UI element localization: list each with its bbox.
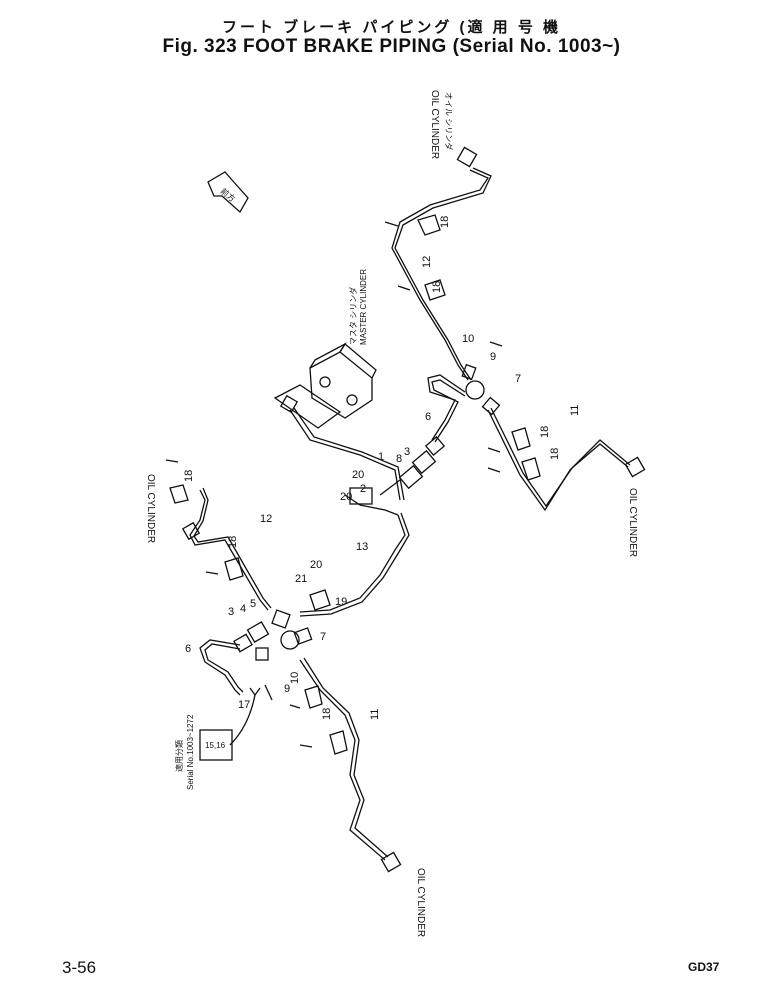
part-number: 2 [360,483,366,495]
oil-cylinder-label-top: OIL CYLINDER [429,90,440,159]
fitting-top-right [456,146,478,168]
part-number: 20 [352,469,364,481]
valve-assembly-center [398,464,424,490]
pipe-6-lower [199,639,241,696]
bracket-18-g [304,685,323,709]
master-cylinder-bracket [273,384,342,429]
part-number: 10 [462,333,474,345]
serial-inset-box [199,729,233,761]
part-number: 12 [260,513,272,525]
serial-inset-label: 15,16 [205,741,226,750]
part-number: 18 [549,448,561,460]
tee-upper [465,380,485,400]
part-number: 11 [569,405,581,416]
serial-note: Serial No.1003~1272 [186,714,195,790]
part-number: 18 [183,470,195,482]
bracket-18-e [169,484,189,504]
part-number: 6 [185,643,191,655]
bracket-18-d [521,457,541,481]
part-number: 21 [295,573,307,585]
bracket-18-h [329,730,348,755]
pipe-12-upper [391,169,489,381]
master-cylinder [309,351,373,419]
part-number: 18 [439,216,451,228]
oil-cylinder-label-top-jp: オイル シリンダ [444,92,454,150]
front-arrow-label: 前方 [219,186,238,204]
bracket-19 [309,589,331,611]
oil-cylinder-label-bottom: OIL CYLINDER [415,868,426,937]
bracket-18-f [224,557,244,581]
part-number: 19 [335,596,347,608]
part-number: 6 [425,411,431,423]
part-number: 18 [431,281,443,293]
serial-note-jp: 適用分類 [174,740,184,772]
pipe-13 [299,514,406,613]
part-number: 9 [284,683,290,695]
tee-lower [280,630,300,650]
part-number: 5 [250,598,256,610]
bracket-20-upper [349,487,373,505]
part-number: 17 [238,699,250,711]
valve-assembly-left [246,621,270,643]
bracket-18-b [424,279,446,301]
pipe-6-upper [427,374,466,441]
part-number: 9 [490,351,496,363]
master-cylinder-label-jp: マスタ シリンダ [348,287,358,345]
fitting-right-cylinder [624,456,646,478]
part-number: 10 [289,672,301,684]
fitting-bottom-cylinder [380,851,402,873]
part-number: 7 [515,373,521,385]
front-arrow-icon [207,171,249,214]
part-number: 3 [404,446,410,458]
pipe-11-lower [299,659,386,861]
part-number: 13 [356,541,368,553]
oil-cylinder-label-right: OIL CYLINDER [627,488,638,557]
part-number: 12 [421,256,433,268]
pipe-12-left [189,489,269,611]
part-number: 11 [369,709,381,720]
part-number: 4 [240,603,246,615]
part-number: 3 [228,606,234,618]
part-number: 18 [539,426,551,438]
part-number: 20 [340,491,352,503]
master-cylinder-label: MASTER CYLINDER [359,269,368,345]
bolt [384,221,399,227]
part-number: 18 [321,708,333,720]
pipe-master-line [289,409,401,501]
drawing-code: GD37 [688,960,720,974]
part-number: 8 [396,453,402,465]
diagram-title: Fig. 323 FOOT BRAKE PIPING (Serial No. 1… [162,36,621,57]
page-number: 3-56 [62,958,97,977]
part-number: 1 [378,451,384,463]
part-number: 18 [227,536,239,548]
bracket-18-c [511,427,531,451]
part-number: 7 [320,631,326,643]
oil-cylinder-label-left: OIL CYLINDER [145,474,156,543]
bracket-18-a [417,214,441,236]
part-number: 20 [310,559,322,571]
diagram-title-japanese: フート ブレーキ パイピング (適 用 号 機 [221,19,561,36]
